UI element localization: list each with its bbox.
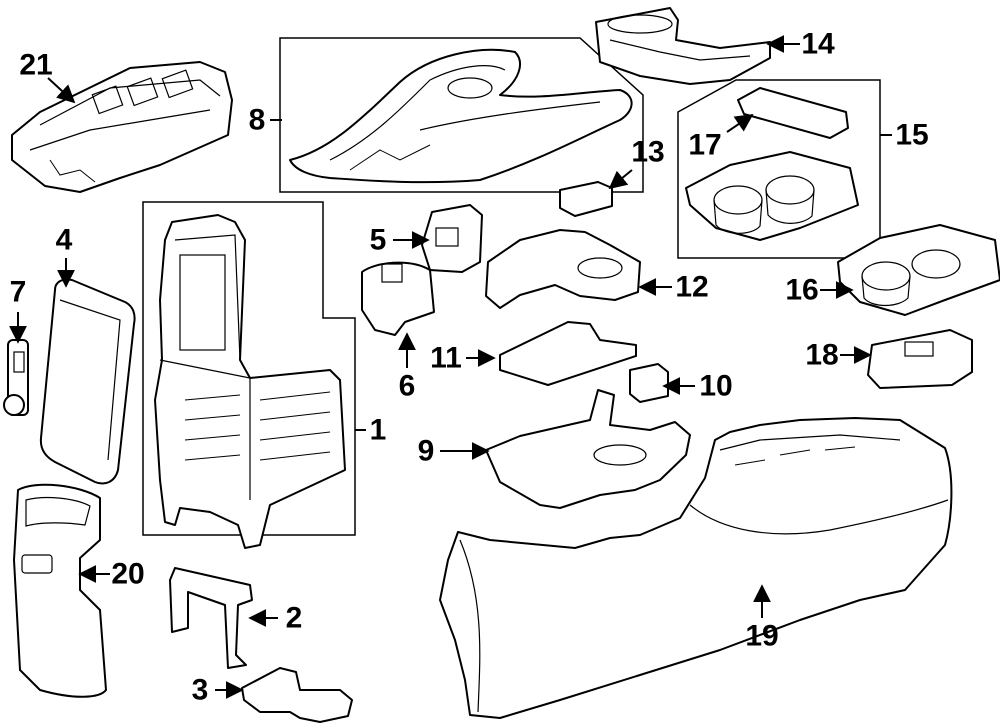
callout-7: 7	[10, 276, 27, 309]
callout-20: 20	[111, 558, 144, 591]
callout-4: 4	[56, 224, 73, 257]
callout-21: 21	[19, 49, 52, 82]
callout-3: 3	[192, 674, 209, 707]
callout-18: 18	[805, 339, 838, 372]
group-box-1	[142, 201, 356, 536]
callout-12: 12	[675, 271, 708, 304]
part-15-cupholder-upper	[685, 151, 859, 241]
part-2-bracket	[169, 567, 253, 669]
part-4-armrest-lid	[39, 278, 136, 485]
callout-17: 17	[688, 129, 721, 162]
part-12-holder	[485, 229, 641, 309]
part-1-console-body	[154, 214, 346, 549]
part-19-center-console	[439, 417, 953, 719]
callout-1: 1	[370, 414, 387, 447]
part-13-switch	[559, 181, 613, 217]
callout-16: 16	[785, 274, 818, 307]
part-6-cover	[361, 261, 435, 336]
part-16-cupholder-lower	[837, 224, 1000, 316]
part-21-shift-panel	[11, 61, 233, 193]
part-17-pad	[737, 87, 849, 139]
part-7-latch	[3, 339, 29, 416]
callout-2: 2	[286, 602, 303, 635]
callout-6: 6	[399, 370, 416, 403]
part-18-module	[867, 329, 973, 389]
part-20-rear-panel	[13, 483, 107, 698]
callout-14: 14	[801, 28, 835, 61]
group-box-8	[279, 37, 644, 193]
leader-21	[47, 77, 76, 104]
callout-5: 5	[370, 224, 387, 257]
callout-8: 8	[249, 104, 266, 137]
part-10-clip	[629, 363, 669, 403]
part-11-mat	[499, 321, 637, 386]
callout-11: 11	[430, 342, 462, 375]
callout-9: 9	[418, 435, 435, 468]
callout-15: 15	[895, 119, 928, 152]
part-14-bracket	[595, 7, 771, 85]
part-5-switch	[421, 204, 483, 273]
leader-17	[726, 113, 754, 133]
callout-13: 13	[631, 136, 664, 169]
callout-19: 19	[745, 620, 778, 653]
part-8-console-trim	[289, 48, 633, 184]
group-box-15	[677, 79, 881, 259]
leader-13	[608, 169, 633, 190]
part-9-bracket	[485, 389, 691, 509]
part-3-bracket	[241, 667, 353, 723]
callout-10: 10	[699, 370, 732, 403]
